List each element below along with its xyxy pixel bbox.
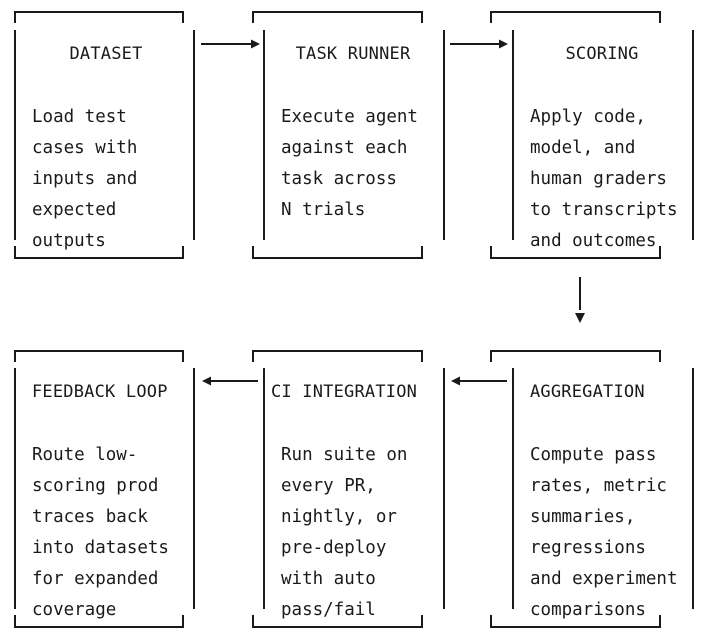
box-outline-aggregation [490,350,694,628]
description-line: and experiment [530,569,678,589]
arrow-dataset-to-task-runner [201,39,260,49]
stage-title: DATASET [69,44,143,64]
description-line: with auto [281,569,376,589]
description-line: Load test [32,107,127,127]
description-line: Execute agent [281,107,418,127]
description-line: expected [32,200,117,220]
arrow-task-runner-to-scoring [450,39,508,49]
description-line: Run suite on [281,445,408,465]
description-line: outputs [32,231,106,251]
stage-ci-integration: CI INTEGRATION Run suite on every PR, ni… [263,360,443,620]
stage-description: Execute agent against each task across N… [281,102,418,226]
stage-description: Run suite on every PR, nightly, or pre-d… [281,440,407,626]
stage-aggregation: AGGREGATION Compute pass rates, metric s… [512,360,692,620]
description-line: regressions [530,538,646,558]
box-outline-feedback-loop [14,350,195,628]
description-line: to transcripts [530,200,678,220]
stage-title: TASK RUNNER [295,44,411,64]
description-line: task across [281,169,397,189]
box-outline-task-runner [252,11,445,259]
stage-task-runner: TASK RUNNER Execute agent against each t… [263,22,443,262]
description-line: human graders [530,169,667,189]
box-outline-scoring [490,11,694,259]
description-line: pre-deploy [281,538,387,558]
box-outline-dataset [14,11,195,259]
stage-title: AGGREGATION [530,382,645,402]
stage-description: Compute pass rates, metric summaries, re… [530,440,678,626]
description-line: and outcomes [530,231,657,251]
description-line: summaries, [530,507,636,527]
description-line: traces back [32,507,148,527]
arrow-aggregation-to-ci-integration [451,376,507,386]
description-line: model, and [530,138,636,158]
description-line: pass/fail [281,600,376,620]
description-line: coverage [32,600,117,620]
description-line: nightly, or [281,507,397,527]
description-line: N trials [281,200,366,220]
stage-scoring: SCORING Apply code, model, and human gra… [512,22,692,262]
stage-feedback-loop: FEEDBACK LOOP Route low- scoring prod tr… [14,360,194,620]
description-line: Compute pass [530,445,657,465]
description-line: scoring prod [32,476,159,496]
arrow-scoring-to-aggregation [575,277,585,323]
stage-description: Route low- scoring prod traces back into… [32,440,169,626]
box-outline-ci-integration [252,350,445,628]
description-line: against each [281,138,408,158]
description-line: every PR, [281,476,376,496]
stage-description: Apply code, model, and human graders to … [530,102,678,257]
description-line: Apply code, [530,107,646,127]
description-line: Route low- [32,445,138,465]
description-line: into datasets [32,538,169,558]
stage-title: FEEDBACK LOOP [32,382,168,402]
description-line: comparisons [530,600,646,620]
stage-dataset: DATASET Load test cases with inputs and … [14,22,194,262]
description-line: inputs and [32,169,138,189]
stage-description: Load test cases with inputs and expected… [32,102,137,257]
description-line: for expanded [32,569,159,589]
arrow-ci-integration-to-feedback-loop [202,376,258,386]
description-line: rates, metric [530,476,667,496]
stage-title: CI INTEGRATION [271,382,418,402]
stage-title: SCORING [565,44,639,64]
description-line: cases with [32,138,138,158]
